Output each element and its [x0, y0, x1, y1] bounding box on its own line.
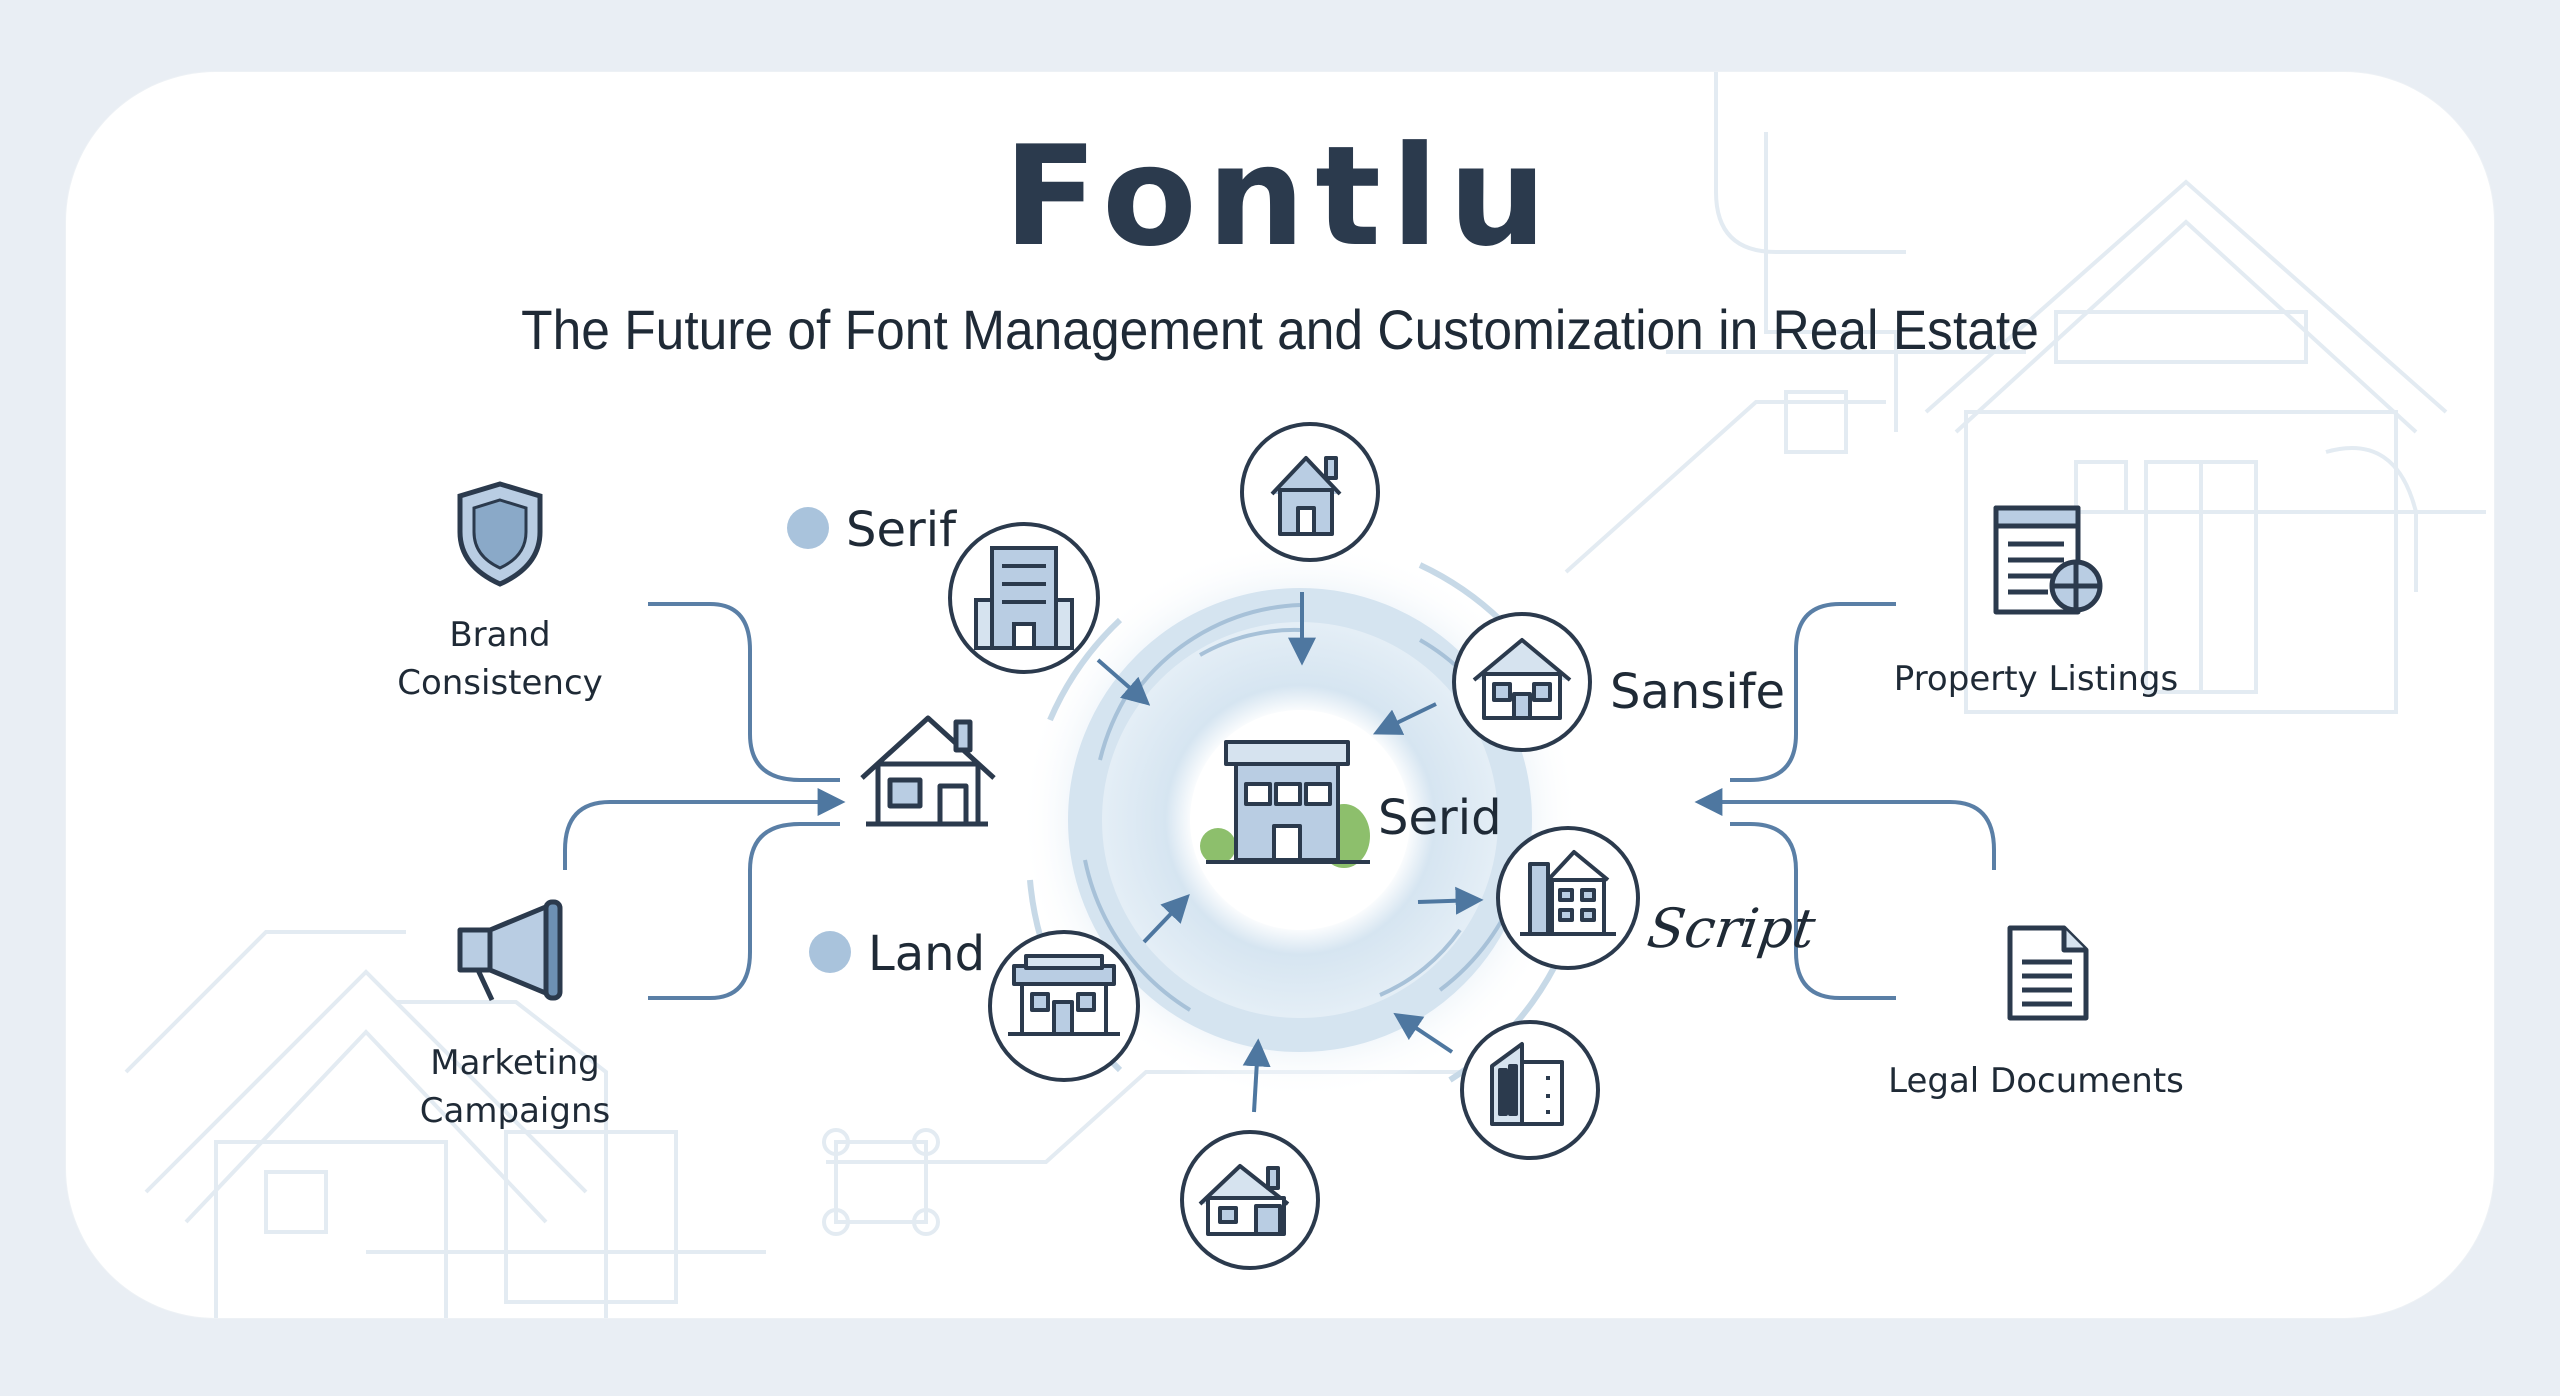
icon-node-tower: [1460, 1020, 1600, 1160]
icon-node-store: [988, 930, 1140, 1082]
icon-node-office-building: [948, 522, 1100, 674]
font-label-serif: Serif: [846, 502, 956, 558]
document-icon: [2007, 925, 2089, 1021]
page-subtitle: The Future of Font Management and Custom…: [521, 298, 2039, 361]
marketing-label-line2: Campaigns: [419, 1090, 611, 1131]
serif-bullet-dot: [787, 507, 829, 549]
page-title: Fontlu: [1003, 116, 1557, 277]
central-building-icon: [1200, 740, 1370, 868]
icon-node-cottage: [1452, 612, 1592, 752]
marketing-campaigns-label: Marketing Campaigns: [390, 1040, 640, 1135]
land-bullet-dot: [809, 931, 851, 973]
property-listings-label: Property Listings: [1893, 659, 2179, 699]
background-house-sketches: [124, 72, 2486, 1318]
font-label-serid: Serid: [1378, 790, 1502, 846]
brand-label-line2: Consistency: [397, 662, 603, 703]
legal-documents-label: Legal Documents: [1888, 1061, 2184, 1101]
font-label-land: Land: [868, 926, 986, 982]
font-label-script: Script: [1643, 897, 1820, 960]
marketing-label-line1: Marketing: [430, 1043, 600, 1083]
brand-consistency-label: Brand Consistency: [380, 612, 620, 707]
icon-node-bottom-house: [1180, 1130, 1320, 1270]
font-label-sansife: Sansife: [1610, 664, 1786, 720]
shield-icon: [457, 481, 543, 587]
right-connectors: [1694, 602, 1996, 1000]
megaphone-icon: [457, 899, 563, 1002]
left-connectors: [563, 602, 846, 1000]
brand-label-line1: Brand: [449, 615, 551, 655]
icon-node-top-house: [1240, 422, 1380, 562]
center-arrows: [1096, 592, 1484, 1113]
listing-document-icon: [1993, 505, 2103, 615]
icon-node-apartment: [1496, 826, 1640, 970]
home-icon: [860, 715, 996, 827]
